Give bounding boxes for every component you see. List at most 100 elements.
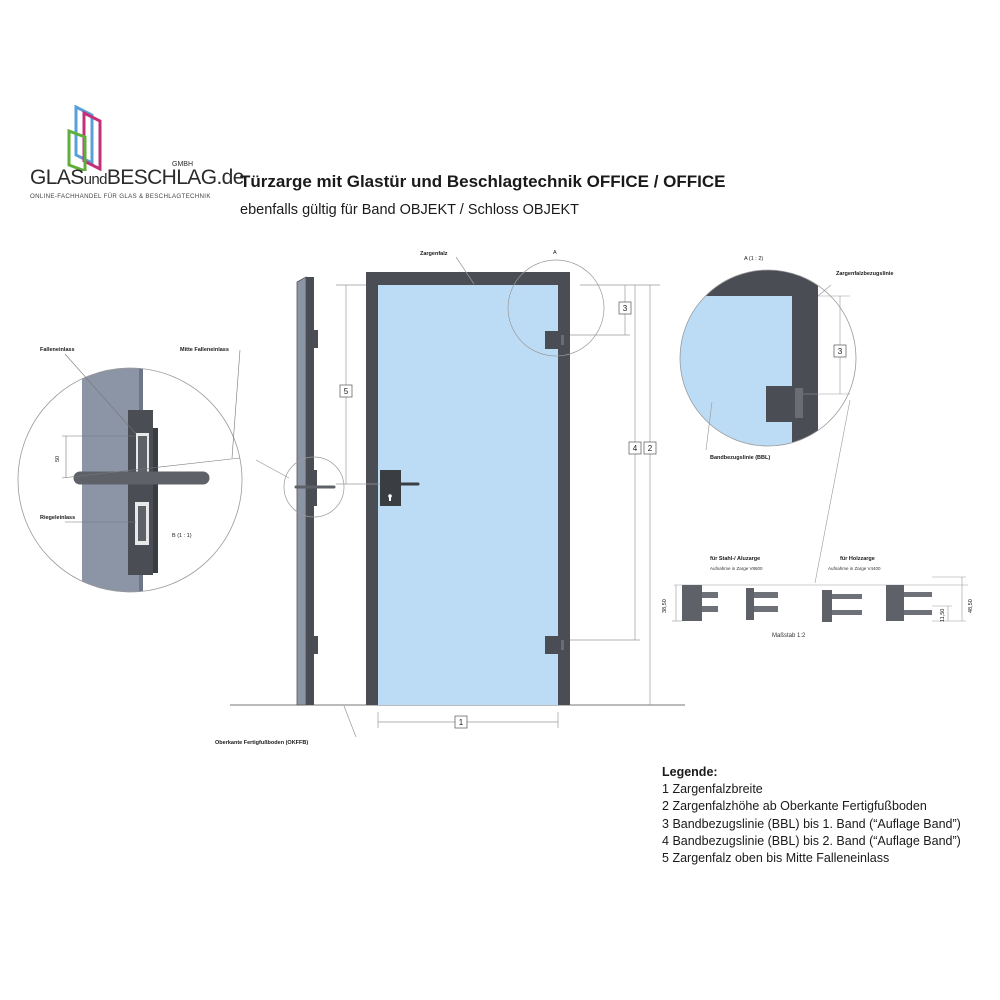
- hinge-lower: [545, 636, 562, 654]
- detail-b-bolt: [138, 506, 146, 541]
- detail-b-dim-50-label: 50: [55, 456, 61, 462]
- dim-5-box: [339, 384, 353, 398]
- dim-1-num: 1: [459, 718, 464, 727]
- detail-a-marker: A: [553, 250, 557, 256]
- brand-name-post: BESCHLAG.de: [106, 166, 245, 189]
- legend-item-text: Bandbezugslinie (BBL) bis 1. Band (“Aufl…: [672, 816, 961, 831]
- detail-b-latch: [138, 436, 147, 472]
- hinge-upper: [545, 331, 562, 349]
- mitte-falleneinlass-leader: [231, 349, 241, 459]
- legend-item-text: Zargenfalzhöhe ab Oberkante Fertigfußbod…: [672, 799, 927, 814]
- detail-b-scale-label: B (1 : 1): [172, 533, 192, 539]
- front-elevation: [343, 256, 605, 738]
- holz-sublabel: Aufnahme in Zarge V4400: [828, 566, 881, 571]
- zargenfalzbezugslinie-leader: [817, 284, 832, 297]
- hinge-holz-2-tab-top: [904, 592, 932, 597]
- hinge-holz-1-tab-top: [832, 594, 862, 599]
- side-frame-profile: [306, 277, 314, 705]
- zargenfalz-label: Zargenfalz: [420, 251, 448, 257]
- detail-a-hinge-body: [766, 386, 794, 422]
- stahl-label: für Stahl-/ Aluzarge: [710, 556, 760, 562]
- page-subtitle: ebenfalls gültig für Band OBJEKT / Schlo…: [240, 202, 580, 218]
- legend-item: 2 Zargenfalzhöhe ab Oberkante Fertigfußb…: [662, 798, 961, 815]
- falleneinlass-label: Falleneinlass: [40, 347, 75, 353]
- legend-item-num: 4: [662, 833, 669, 848]
- hinge-variant-dims: [672, 576, 966, 622]
- falleneinlass-leader: [64, 353, 137, 435]
- side-hinge-upper: [314, 330, 318, 348]
- hinge-stahl-2: [746, 588, 778, 620]
- glass-door-leaf: [378, 285, 558, 705]
- detail-b-lock: [18, 368, 210, 592]
- riegeleinlass-label: Riegeleinlass: [40, 515, 75, 521]
- hinge-upper-pin: [561, 335, 564, 345]
- dim-3-box: [618, 301, 632, 315]
- lock-case: [380, 470, 401, 506]
- hinge-holz-2-body: [886, 585, 904, 621]
- side-wall-face: [296, 276, 307, 706]
- dim-4850-label: 48,50: [968, 599, 974, 613]
- dim-4-num: 4: [633, 444, 638, 453]
- brand-logo: [66, 104, 106, 174]
- dim-3-num: 3: [623, 304, 628, 313]
- dim-1150-label: 11,50: [940, 609, 946, 622]
- detail-a-scale-label: A (1 : 2): [744, 256, 763, 262]
- hinge-stahl-1-tab-top: [702, 592, 718, 598]
- detail-a-hinge: [680, 270, 856, 446]
- legend: Legende: 1 Zargenfalzbreite 2 Zargenfalz…: [662, 764, 961, 867]
- legend-item-num: 3: [662, 816, 669, 831]
- hinge-holz-2: [886, 585, 932, 621]
- hinge-stahl-2-tab-bottom: [754, 606, 778, 612]
- hinge-stahl-2-tab-top: [754, 592, 778, 598]
- keyhole-slot: [389, 496, 391, 501]
- legend-item: 3 Bandbezugslinie (BBL) bis 1. Band (“Au…: [662, 816, 961, 833]
- detail-a-hinge-pin: [795, 388, 803, 418]
- legend-item-text: Bandbezugslinie (BBL) bis 2. Band (“Aufl…: [672, 833, 961, 848]
- hinge-stahl-1: [682, 585, 718, 621]
- dim-2-box: [643, 441, 657, 455]
- zargenfalz-leader: [455, 256, 475, 285]
- page-title: Türzarge mit Glastür und Beschlagtechnik…: [240, 172, 726, 191]
- dim-3850-label: 38,50: [662, 599, 668, 613]
- legend-item: 5 Zargenfalz oben bis Mitte Falleneinlas…: [662, 850, 961, 867]
- detail-b-strike-edge: [153, 428, 158, 573]
- brand-name: GLASundBESCHLAG.de: [30, 166, 244, 190]
- dim-1-box: [454, 715, 468, 729]
- detail-b-circle: [17, 367, 243, 593]
- legend-title: Legende:: [662, 765, 718, 779]
- dimension-number-boxes: 1 2 3 4 5: [339, 301, 657, 729]
- dim-2-num: 2: [648, 444, 653, 453]
- brand-name-pre: GLAS: [30, 166, 84, 189]
- hinge-holz-2-tab-bottom: [904, 610, 932, 615]
- zargenfalzbezugslinie-label: Zargenfalzbezugslinie: [836, 271, 893, 277]
- holz-label: für Holzzarge: [840, 556, 875, 562]
- legend-item-num: 5: [662, 851, 669, 866]
- massstab-label: Maßstab 1:2: [772, 633, 806, 639]
- hinge-stahl-1-tab-bottom: [702, 606, 718, 612]
- legend-item: 4 Bandbezugslinie (BBL) bis 2. Band (“Au…: [662, 833, 961, 850]
- brand-tagline: ONLINE-FACHHANDEL FÜR GLAS & BESCHLAGTEC…: [30, 193, 211, 200]
- detail-b-leader: [255, 459, 290, 479]
- dim-4-box: [628, 441, 642, 455]
- okffb-label: Oberkante Fertigfußboden (OKFFB): [215, 740, 308, 746]
- legend-item-text: Zargenfalz oben bis Mitte Falleneinlass: [672, 851, 890, 866]
- brand-name-mid: und: [83, 171, 108, 188]
- okffb-leader: [343, 705, 357, 738]
- detail-a-callout-circle: [507, 259, 605, 357]
- brand-gmbh: GMBH: [172, 161, 193, 168]
- hinge-holz-1: [822, 590, 862, 622]
- stahl-sublabel: Aufnahme in Zarge V8600: [710, 566, 763, 571]
- dim-5-num: 5: [344, 387, 349, 396]
- detail-a-dim-3-box: [833, 344, 847, 358]
- detail-a-circle: [679, 269, 857, 447]
- detail-b-dim-bottom: [61, 457, 241, 479]
- detail-a-glass: [680, 296, 792, 446]
- hinge-stahl-2-pin: [746, 588, 754, 620]
- hinge-lower-pin: [561, 640, 564, 650]
- legend-item-num: 1: [662, 782, 669, 797]
- hinge-holz-1-tab-bottom: [832, 610, 862, 615]
- legend-item: 1 Zargenfalzbreite: [662, 781, 961, 798]
- side-hinge-lower: [314, 636, 318, 654]
- logo-pane-blue: [74, 104, 94, 166]
